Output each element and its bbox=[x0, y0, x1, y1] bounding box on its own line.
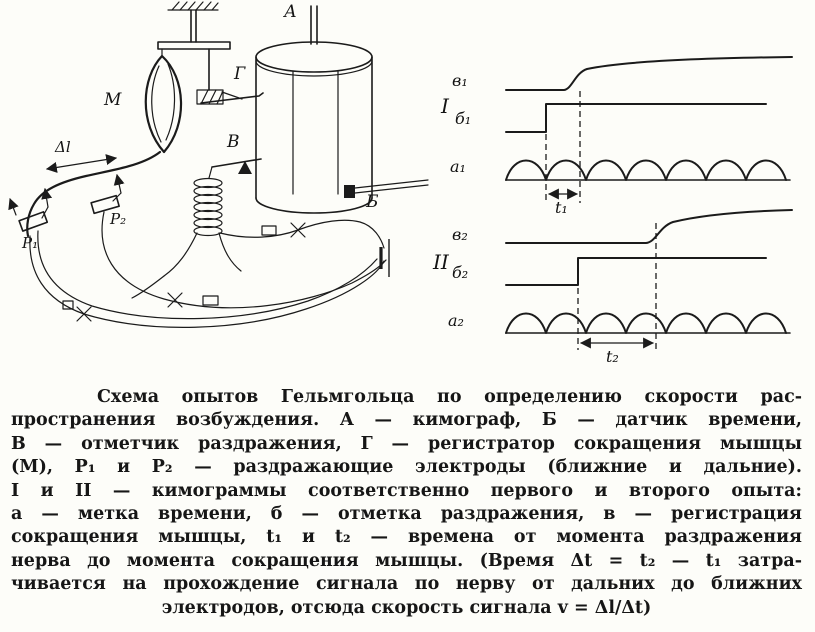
switch-key bbox=[62, 300, 92, 322]
caption-line: пространения возбуждения. А — кимограф, … bbox=[11, 410, 802, 431]
label-muscle-M: М bbox=[103, 90, 122, 110]
label-electrode-P2: Р₂ bbox=[109, 210, 126, 228]
electrode-far-block bbox=[18, 211, 49, 232]
muscle: М bbox=[103, 48, 183, 154]
apparatus-drawing: Г М В bbox=[8, 1, 429, 328]
kymogram-second: II в₂ б₂ а₂ t₂ bbox=[432, 209, 793, 366]
label-interval-t1: t₁ bbox=[555, 198, 568, 217]
distance-arrow bbox=[45, 154, 118, 173]
switch-key bbox=[167, 292, 219, 308]
caption-line: I и II — кимограммы соответственно перво… bbox=[11, 480, 802, 501]
kymogram-first: I в₁ б₁ а₁ t₁ bbox=[440, 56, 793, 217]
label-recorder-G: Г bbox=[233, 64, 246, 84]
label-interval-t2: t₂ bbox=[606, 347, 619, 366]
time-trace-1 bbox=[505, 159, 787, 181]
caption-line: Схема опытов Гельмгольца по определению … bbox=[97, 387, 802, 407]
battery bbox=[379, 239, 390, 277]
interval-dashed-lines-1 bbox=[545, 91, 581, 203]
caption-line: сокращения мышцы, t₁ и t₂ — времена от м… bbox=[11, 527, 802, 548]
time-trace-2 bbox=[505, 312, 787, 334]
electrode-far-tip-arrow bbox=[41, 187, 53, 208]
induction-coil bbox=[163, 177, 242, 277]
caption-line: В — отметчик раздражения, Г — регистрато… bbox=[11, 433, 802, 454]
interval-dashed-lines-2 bbox=[577, 223, 657, 350]
label-stimulus-marker-V: В bbox=[226, 132, 240, 152]
label-numeral-I: I bbox=[440, 94, 450, 118]
label-distance-dl: Δl bbox=[54, 138, 71, 156]
stimulus-marker-lever: В bbox=[208, 132, 262, 179]
contraction-trace-1 bbox=[505, 56, 793, 91]
switch-key bbox=[261, 222, 306, 238]
caption-line: чивается на прохождение сигнала по нерву… bbox=[11, 574, 802, 595]
kymograph-drum: А bbox=[255, 2, 373, 214]
time-sensor: Б bbox=[344, 179, 429, 212]
caption-line: а — метка времени, б — отметка раздражен… bbox=[11, 504, 802, 525]
label-trace-v1: в₁ bbox=[452, 71, 468, 90]
stimulus-trace-1 bbox=[505, 103, 767, 133]
circuit-wiring bbox=[29, 211, 390, 328]
label-kymograph-A: А bbox=[283, 2, 297, 22]
caption-line: (М), Р₁ и Р₂ — раздражающие электроды (б… bbox=[11, 457, 802, 478]
caption-line: нерва до момента сокращения мышцы. (Врем… bbox=[11, 550, 802, 571]
contraction-lever: Г bbox=[200, 64, 264, 104]
nerve bbox=[26, 150, 162, 238]
caption-line: электродов, отсюда скорость сигнала v = … bbox=[161, 597, 652, 618]
label-trace-a1: а₁ bbox=[450, 157, 466, 176]
label-numeral-II: II bbox=[432, 250, 450, 274]
electrode-near-tip-arrow bbox=[113, 173, 125, 194]
label-trace-b2: б₂ bbox=[452, 263, 468, 282]
figure-caption: Схема опытов Гельмгольца по определению … bbox=[0, 372, 815, 620]
stimulus-trace-2 bbox=[505, 257, 767, 286]
stand bbox=[157, 1, 231, 105]
label-trace-b1: б₁ bbox=[455, 109, 471, 128]
contraction-trace-2 bbox=[505, 209, 793, 244]
nerve-and-electrodes: Δl Р₂ Р₁ bbox=[8, 138, 162, 252]
label-trace-a2: а₂ bbox=[448, 311, 464, 330]
label-time-sensor-B: Б bbox=[365, 192, 379, 212]
helmholtz-experiment-figure: Г М В bbox=[8, 1, 793, 366]
nerve-end-arrow bbox=[8, 197, 19, 216]
label-trace-v2: в₂ bbox=[452, 225, 468, 244]
electrode-near-block bbox=[90, 194, 120, 215]
